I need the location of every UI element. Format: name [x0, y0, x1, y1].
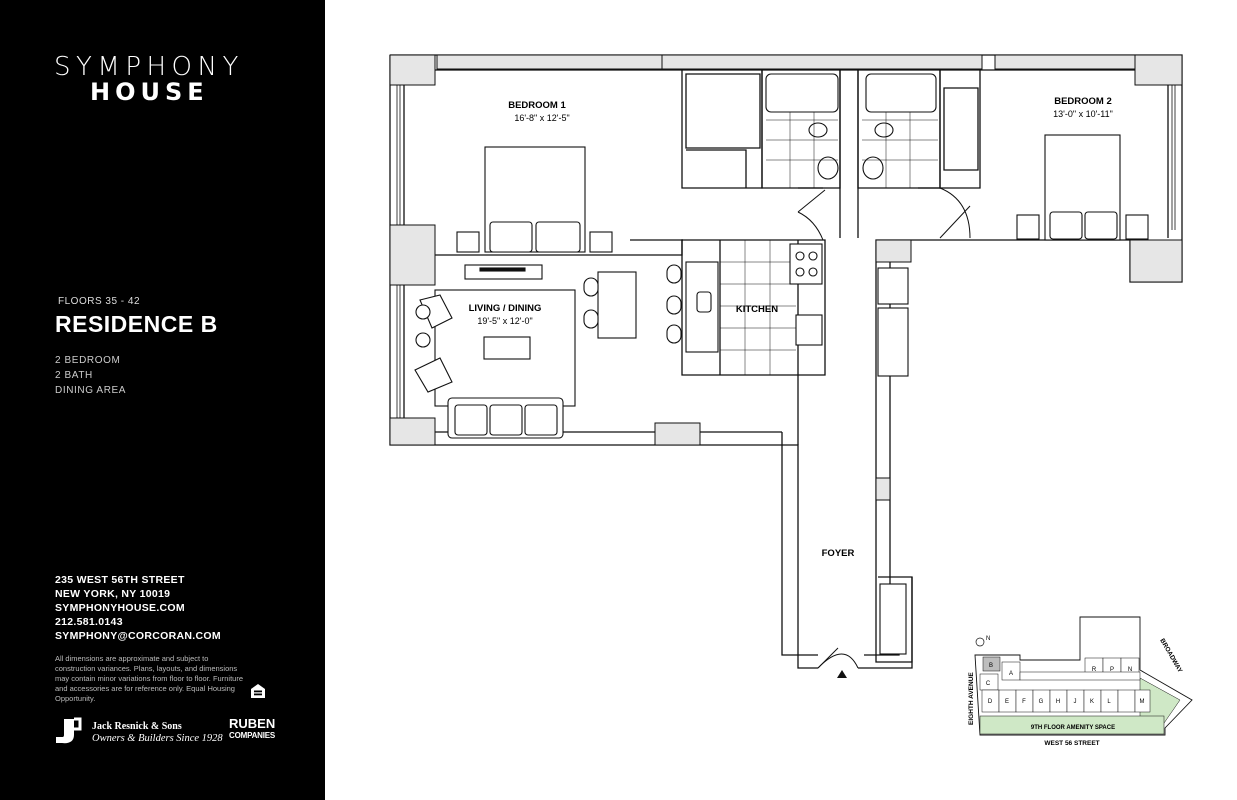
- unit-h: H: [1056, 699, 1060, 705]
- address-line-1: 235 WEST 56TH STREET: [55, 574, 185, 586]
- unit-a: A: [1009, 671, 1013, 677]
- unit-m: M: [1140, 699, 1145, 705]
- brand-line-2: HOUSE: [90, 78, 209, 106]
- brand-line-1: SYMPHONY: [54, 52, 244, 82]
- street-left-label: EIGHTH AVENUE: [968, 672, 975, 725]
- unit-e: E: [1005, 699, 1009, 705]
- kitchen-label: KITCHEN: [736, 304, 778, 315]
- unit-r: R: [1092, 667, 1097, 673]
- feature-bedrooms: 2 BEDROOM: [55, 355, 121, 366]
- developer-tagline: Owners & Builders Since 1928: [92, 733, 223, 744]
- floor-plan: BEDROOM 1 16'-8" x 12'-5" BEDROOM 2 13'-…: [389, 54, 1193, 747]
- unit-g: G: [1039, 699, 1044, 705]
- phone-number[interactable]: 212.581.0143: [55, 616, 123, 628]
- living-label: LIVING / DINING: [469, 303, 542, 314]
- bedroom1-label: BEDROOM 1: [508, 100, 566, 111]
- feature-baths: 2 BATH: [55, 370, 93, 381]
- website-link[interactable]: SYMPHONYHOUSE.COM: [55, 602, 185, 614]
- bedroom2-dims: 13'-0" x 10'-11": [1053, 109, 1113, 119]
- floors-label: FLOORS 35 - 42: [58, 296, 141, 307]
- key-plan-north: N: [986, 636, 990, 642]
- ruben-logo-sub: COMPANIES: [229, 731, 276, 740]
- sidebar: SYMPHONY HOUSE FLOORS 35 - 42 RESIDENCE …: [0, 0, 325, 800]
- unit-k: K: [1090, 699, 1094, 705]
- email-link[interactable]: SYMPHONY@CORCORAN.COM: [55, 630, 221, 642]
- unit-j: J: [1074, 699, 1077, 705]
- ruben-logo: RUBEN: [229, 716, 276, 731]
- bedroom1-dims: 16'-8" x 12'-5": [514, 113, 569, 123]
- developer-name: Jack Resnick & Sons: [92, 721, 182, 732]
- feature-dining: DINING AREA: [55, 385, 127, 396]
- unit-l: L: [1107, 699, 1111, 705]
- unit-b: B: [989, 663, 993, 669]
- amenity-label: 9TH FLOOR AMENITY SPACE: [1031, 725, 1115, 731]
- street-bottom-label: WEST 56 STREET: [1044, 740, 1099, 747]
- unit-f: F: [1022, 699, 1026, 705]
- residence-name: RESIDENCE B: [55, 311, 218, 337]
- address-line-2: NEW YORK, NY 10019: [55, 588, 171, 600]
- unit-p: P: [1110, 667, 1114, 673]
- key-plan: N B A R P N C D E F G H J K L M 9TH FLOO…: [968, 616, 1193, 747]
- equal-housing-icon: [251, 684, 265, 698]
- unit-n: N: [1128, 667, 1132, 673]
- living-dims: 19'-5" x 12'-0": [477, 316, 532, 326]
- disclaimer-text: All dimensions are approximate and subje…: [55, 654, 243, 703]
- foyer-label: FOYER: [822, 548, 855, 559]
- unit-c: C: [986, 681, 991, 687]
- street-right-label: BROADWAY: [1158, 638, 1183, 675]
- bedroom2-label: BEDROOM 2: [1054, 96, 1112, 107]
- unit-d: D: [988, 699, 993, 705]
- jack-resnick-logo-icon: [56, 717, 82, 744]
